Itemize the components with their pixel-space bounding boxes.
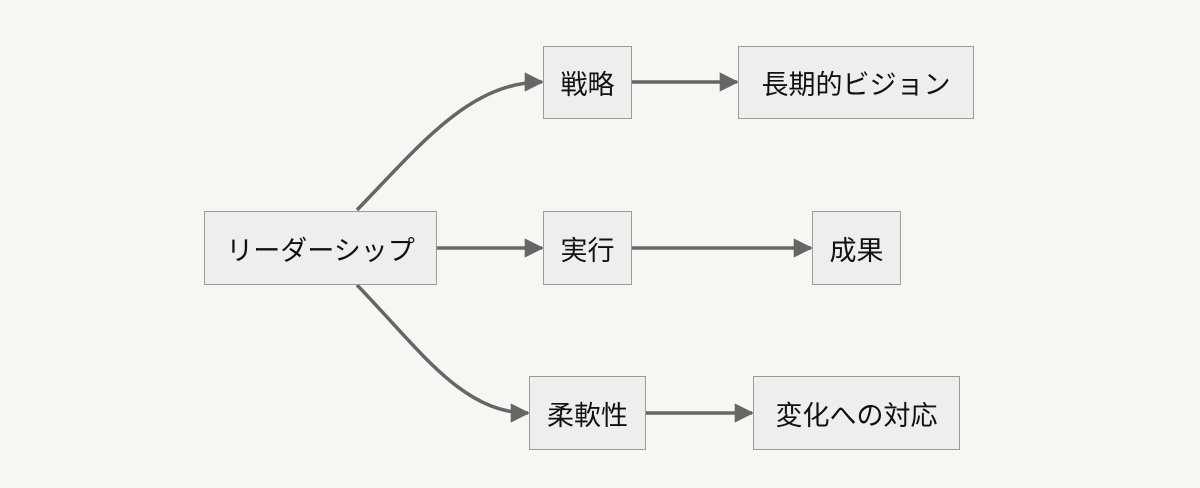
edge-leadership-to-flexibility xyxy=(355,283,530,423)
node-adapting-to-change: 変化への対応 xyxy=(753,376,960,450)
node-leadership: リーダーシップ xyxy=(204,211,437,285)
node-strategy: 戦略 xyxy=(543,46,632,119)
node-long-term-vision: 長期的ビジョン xyxy=(738,46,974,119)
node-flexibility: 柔軟性 xyxy=(529,376,646,450)
node-execution: 実行 xyxy=(543,211,632,285)
edge-leadership-to-strategy xyxy=(355,72,544,212)
node-results: 成果 xyxy=(812,211,901,285)
